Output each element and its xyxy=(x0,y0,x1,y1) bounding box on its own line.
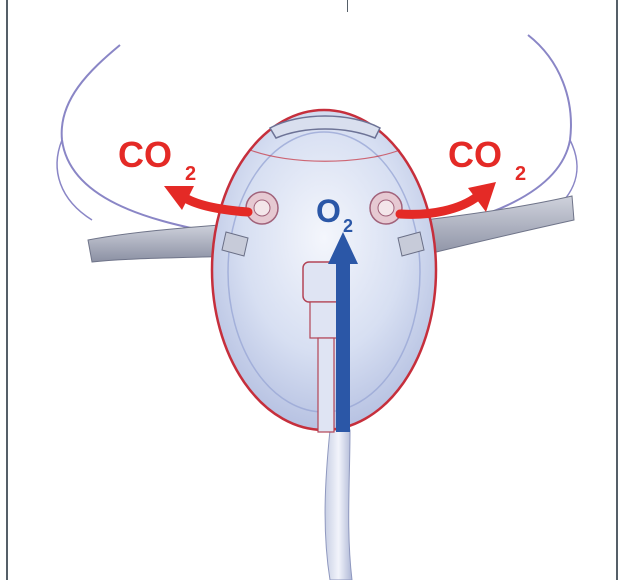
o2-arrow-shaft xyxy=(336,262,350,432)
o2-label-subscript: 2 xyxy=(343,216,353,236)
o2-label: O xyxy=(316,193,341,229)
co2-label-left: CO xyxy=(118,134,172,175)
co2-label-left-subscript: 2 xyxy=(185,163,196,185)
co2-label-right-subscript: 2 xyxy=(515,163,526,185)
oxygen-tube xyxy=(325,430,352,580)
co2-label-right: CO xyxy=(448,134,502,175)
